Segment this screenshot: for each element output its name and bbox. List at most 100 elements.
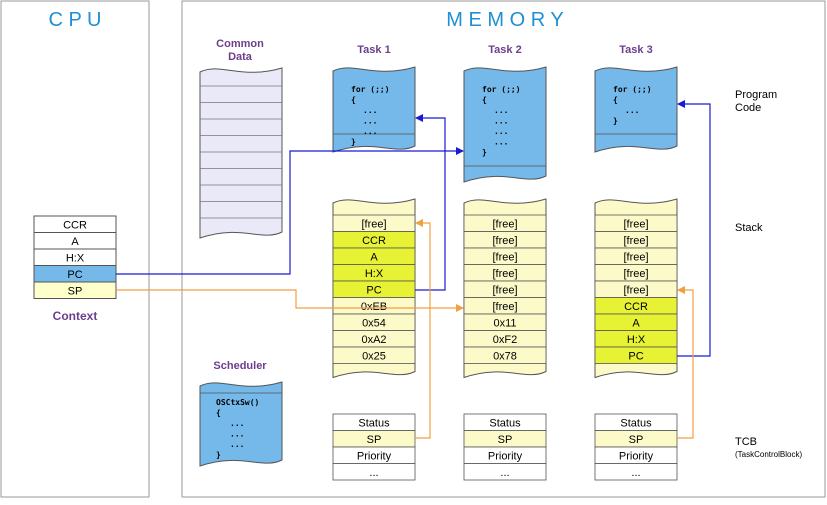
scheduler-label: Scheduler (213, 360, 267, 372)
stack-label: Stack (735, 222, 763, 234)
task-code-line: { (351, 96, 356, 105)
cpu-register-label: A (71, 236, 79, 248)
tcb-cell (332, 463, 416, 481)
tcb-cell (463, 463, 547, 481)
tcb-cell-label: Priority (619, 451, 654, 463)
tcb-cell-label: ... (500, 467, 509, 479)
task-code-line: for (;;) (482, 85, 521, 94)
task-stack-cell-label: PC (366, 285, 381, 297)
task-code-line: ... (494, 138, 508, 147)
common-data-block (199, 67, 283, 239)
task-code-line: for (;;) (613, 85, 652, 94)
task-code-shape (463, 66, 547, 183)
cpu-title: C P U (49, 9, 102, 31)
scheduler-code-shape (199, 381, 283, 467)
tcb-cell-label: SP (629, 434, 644, 446)
tcb-cell-label: Priority (488, 451, 523, 463)
program-code-label-line2: Code (735, 102, 761, 114)
cpu-register-label: PC (67, 269, 82, 281)
tcb-cell-label: Status (489, 418, 521, 430)
task-stack-cell-label: CCR (362, 235, 386, 247)
task-label: Task 3 (619, 44, 652, 56)
task-stack-cell-label: 0x11 (493, 318, 516, 330)
tcb-cell-label: Status (358, 418, 390, 430)
arrow-task1-sp-to-task1-stack (415, 219, 431, 439)
scheduler-code-line: } (216, 451, 221, 460)
task-code-line: ... (363, 106, 377, 115)
task-label: Task 1 (357, 44, 390, 56)
memory-title: M E M O R Y (446, 9, 563, 31)
task-stack-cell-label: CCR (624, 301, 648, 313)
cpu-register-label: SP (68, 286, 83, 298)
arrow-task3-sp-to-task3-stack (677, 286, 694, 439)
tcb-cell-label: Priority (357, 451, 392, 463)
task-stack-cell-label: H:X (627, 334, 646, 346)
task-stack-cell-label: 0x78 (493, 351, 517, 363)
task-stack-cell-label: 0x25 (362, 351, 386, 363)
task-code-line: ... (625, 106, 639, 115)
cpu-register-label: CCR (63, 220, 87, 232)
task-stack-cell-label: [free] (492, 268, 517, 280)
task-code-line: ... (494, 106, 508, 115)
task-code-shape (594, 66, 678, 153)
task-stack-cell (463, 346, 547, 364)
common-data-shape (199, 67, 283, 239)
tcb-cell-label: SP (367, 434, 382, 446)
task-stack-cell-label: A (370, 252, 378, 264)
task-columns: Task 1 for (;;) {.........} [free] CCR A H:X PC… (332, 44, 678, 481)
task-code-line: ... (494, 127, 508, 136)
context-label: Context (53, 309, 98, 323)
task-stack-cell-label: 0xEB (361, 301, 387, 313)
tcb-cell-label: ... (369, 467, 378, 479)
tcb-cell-label: ... (631, 467, 640, 479)
task-stack-cell-label: [free] (492, 285, 517, 297)
tcb-label: TCB (735, 436, 757, 448)
common-data-label-line1: Common (216, 38, 264, 50)
task-stack-cell-label: [free] (492, 235, 517, 247)
task-stack-cell-label: [free] (492, 252, 517, 264)
scheduler-code-line: ... (230, 440, 244, 449)
common-data-label-line2: Data (228, 51, 253, 63)
scheduler-code-block: OSCtxSw() {.........} (199, 381, 283, 467)
task-code-line: } (351, 138, 356, 147)
arrow-cpu-pc-to-task2-code (116, 147, 464, 275)
task-stack-cell-label: PC (628, 351, 643, 363)
task-stack-cell-label: [free] (492, 219, 517, 231)
task-stack-cell-label: [free] (623, 219, 648, 231)
scheduler-code-line: OSCtxSw() (216, 398, 259, 407)
tcb-sublabel: (TaskControlBlock) (735, 450, 802, 459)
task-stack-cell-label: 0xA2 (361, 334, 386, 346)
task-stack-cell-label: [free] (623, 285, 648, 297)
task-code-shape (332, 66, 416, 153)
task-code-line: { (613, 96, 618, 105)
task-code-line: ... (363, 117, 377, 126)
connection-arrows (116, 100, 711, 439)
task-stack-cell-label: [free] (623, 235, 648, 247)
cpu-register-label: H:X (66, 253, 85, 265)
program-code-label-line1: Program (735, 89, 777, 101)
tcb-cell (594, 463, 678, 481)
task-stack-cell-label: [free] (623, 268, 648, 280)
scheduler-code-line: ... (230, 430, 244, 439)
task-stack-cell-label: [free] (623, 252, 648, 264)
tcb-cell-label: Status (620, 418, 652, 430)
task-stack-cell (332, 346, 416, 364)
task-code-line: } (482, 148, 487, 157)
task-stack-cell-label: H:X (365, 268, 384, 280)
task-stack-cell-label: 0x54 (362, 318, 386, 330)
task-stack-cell-label: A (632, 318, 640, 330)
scheduler-code-line: ... (230, 419, 244, 428)
arrow-cpu-sp-to-task2-stack (116, 289, 464, 312)
task-stack-cell (594, 346, 678, 364)
task-code-line: for (;;) (351, 85, 390, 94)
task-stack-cell-label: [free] (361, 219, 386, 231)
task-code-line: ... (363, 127, 377, 136)
cpu-register-list: CCR A H:X PC SP (33, 215, 117, 299)
task-code-line: { (482, 96, 487, 105)
task-label: Task 2 (488, 44, 521, 56)
task-code-line: ... (494, 117, 508, 126)
scheduler-code-line: { (216, 409, 221, 418)
tcb-cell-label: SP (498, 434, 513, 446)
task-stack-cell-label: [free] (492, 301, 517, 313)
